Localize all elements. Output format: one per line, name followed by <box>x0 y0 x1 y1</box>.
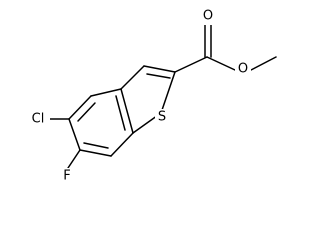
bond-ester-o-methyl <box>250 56 277 71</box>
bond-c2-carbonyl <box>174 56 208 73</box>
chlorine-label: Cl <box>32 112 45 127</box>
bond-c6-c7-double <box>83 142 109 149</box>
bond-c5-c6 <box>68 118 81 151</box>
sulfur-label: S <box>158 110 166 125</box>
ester-oxygen-label: O <box>238 62 248 77</box>
bond-c6-f <box>67 149 81 169</box>
bond-c3-c2 <box>143 65 176 73</box>
bond-c3a-c3 <box>120 65 145 90</box>
bond-c3-c2-double <box>146 73 171 79</box>
bond-c7-c7a <box>110 132 134 157</box>
bond-c7a-c3a-double <box>115 95 126 131</box>
carbonyl-oxygen-label: O <box>203 9 213 24</box>
bond-c6-c7 <box>79 149 112 157</box>
bond-c4-c5 <box>68 95 92 120</box>
molecule-structure: Cl F S O O <box>31 8 277 184</box>
bond-c4-c5-double <box>77 102 96 122</box>
bond-carbonyl-ester-o <box>206 56 236 71</box>
bond-c7a-c3a <box>120 88 134 134</box>
bond-c3a-c4 <box>90 88 122 97</box>
bond-c2-s <box>160 71 176 114</box>
fluorine-label: F <box>63 169 70 184</box>
